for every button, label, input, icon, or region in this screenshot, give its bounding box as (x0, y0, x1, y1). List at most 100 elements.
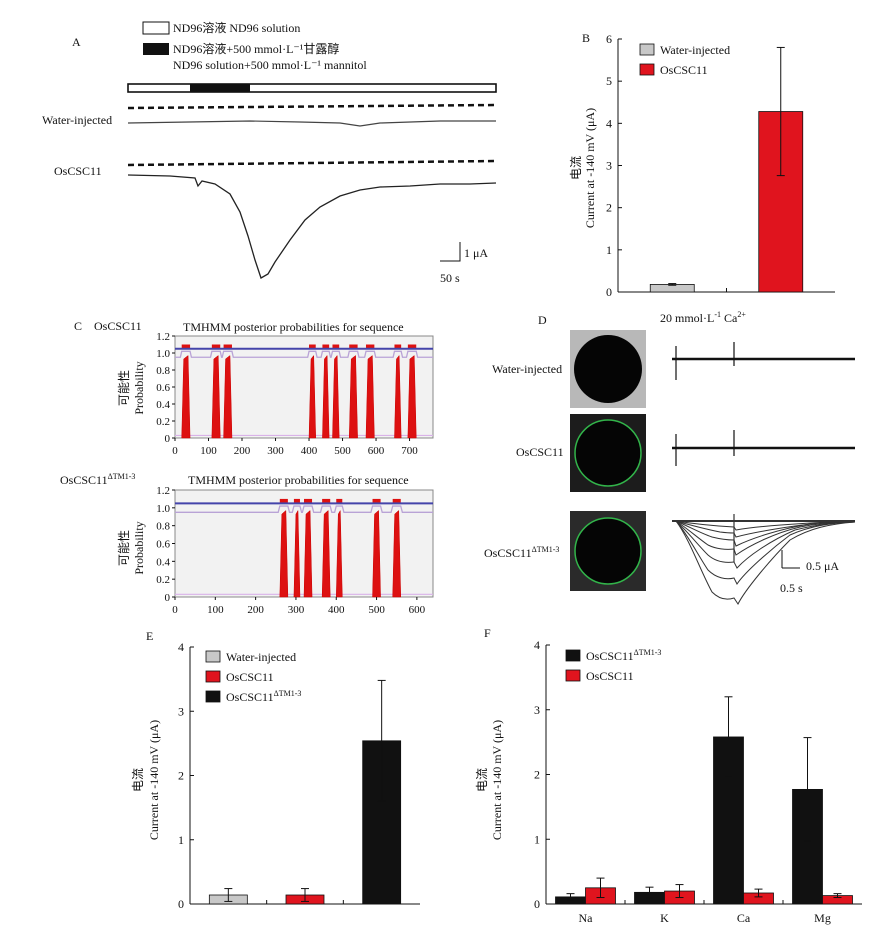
y-tick-label: 2 (178, 769, 184, 783)
tm-helix (365, 355, 375, 439)
tm-helix (181, 355, 191, 439)
panel-e: E 电流 Current at -140 mV (μA) 01234Water-… (131, 629, 420, 911)
tm-helix (321, 509, 331, 598)
legend-swatch (639, 63, 655, 76)
tm-helix (223, 355, 233, 439)
chart-title-c2: TMHMM posterior probabilities for sequen… (188, 473, 409, 487)
tm-topology-bar (211, 344, 221, 350)
scale-current-d: 0.5 μA (806, 559, 839, 573)
y-tick-label: 0.6 (156, 382, 170, 394)
x-tick-label: 500 (334, 445, 351, 457)
scale-time-d: 0.5 s (780, 581, 803, 595)
legend-swatch (565, 669, 581, 682)
x-tick-label: 400 (328, 604, 345, 616)
legend-a-nd96-label: ND96溶液 ND96 solution (173, 20, 300, 35)
x-tick-label: 300 (288, 604, 305, 616)
tm-topology-bar (372, 498, 381, 504)
legend-a-mannitol-swatch (143, 43, 169, 55)
outside-probability-line (175, 505, 433, 513)
y-tick-label: 3 (178, 704, 184, 718)
tm-helix (348, 355, 358, 439)
scale-bar-a (440, 242, 461, 262)
y-tick-label: 0 (606, 285, 612, 299)
x-tick-label: 0 (172, 604, 178, 616)
tm-topology-bar (279, 498, 288, 504)
legend-a-nd96-swatch (142, 21, 170, 35)
panel-d: D 20 mmol·L-1 Ca2+ Water-injected OsCSC1… (484, 310, 856, 605)
title-d: 20 mmol·L-1 Ca2+ (660, 310, 746, 325)
legend-label: OsCSC11 (226, 670, 274, 684)
x-tick-label: 0 (172, 445, 178, 457)
legend-label: Water-injected (226, 650, 296, 664)
x-tick-label: 700 (401, 445, 418, 457)
tm-topology-bar (304, 498, 313, 504)
traces-water (672, 342, 855, 380)
x-tick-label: Na (579, 911, 594, 925)
y-tick-label: 1.0 (156, 503, 170, 515)
ylabel-en-c2: Probability (132, 521, 146, 574)
x-tick-label: 500 (368, 604, 385, 616)
tm-helix (407, 355, 417, 439)
x-tick-label: 600 (409, 604, 426, 616)
y-tick-label: 4 (534, 638, 540, 652)
trace-water (127, 120, 496, 127)
y-tick-label: 4 (178, 640, 184, 654)
ylabel-en-e: Current at -140 mV (μA) (147, 720, 161, 840)
tm-helix (211, 355, 221, 439)
panel-letter-b: B (582, 31, 590, 45)
tm-helix (279, 509, 289, 598)
y-tick-label: 3 (534, 703, 540, 717)
panel-letter-a: A (72, 35, 81, 49)
panel-letter-d: D (538, 313, 547, 327)
tm-helix (332, 354, 340, 439)
tm-helix (394, 354, 402, 439)
x-tick-label: 300 (267, 445, 284, 457)
y-tick-label: 2 (534, 768, 540, 782)
legend-swatch (205, 690, 221, 703)
y-tick-label: 0.8 (156, 521, 170, 533)
tm-topology-bar (223, 344, 232, 350)
legend-swatch (639, 43, 655, 56)
y-tick-label: 2 (606, 201, 612, 215)
tm-topology-bar (365, 344, 375, 350)
tm-helix (335, 509, 343, 598)
oocyte-delta (574, 517, 642, 585)
y-tick-label: 0.8 (156, 365, 170, 377)
y-tick-label: 3 (606, 159, 612, 173)
ylabel-zh-b: 电流 (569, 156, 583, 180)
row-label-delta: OsCSC11ΔTM1-3 (484, 545, 559, 560)
chart-title-c1: TMHMM posterior probabilities for sequen… (183, 320, 404, 334)
ylabel-zh-e: 电流 (131, 768, 145, 792)
tm-helix (308, 354, 316, 439)
legend-label: OsCSC11 (660, 63, 708, 77)
legend-swatch (205, 650, 221, 663)
panel-letter-e: E (146, 629, 153, 643)
panel-a: A ND96溶液 ND96 solution ND96溶液+500 mmol·L… (42, 20, 497, 285)
legend-swatch (565, 649, 581, 662)
x-tick-label: 200 (247, 604, 264, 616)
legend-label: Water-injected (660, 43, 730, 57)
tm-topology-bar (309, 344, 316, 350)
y-tick-label: 0.4 (156, 556, 170, 568)
x-tick-label: 100 (200, 445, 217, 457)
tm-helix (293, 509, 301, 598)
oocyte-oscsc11 (574, 419, 642, 487)
tm-topology-bar (336, 498, 343, 504)
y-tick-label: 5 (606, 74, 612, 88)
tm-helix (372, 509, 381, 598)
panel-c: C OsCSC11 TMHMM posterior probabilities … (60, 319, 434, 616)
trace-label-oscsc11: OsCSC11 (54, 164, 102, 178)
y-tick-label: 6 (606, 32, 612, 46)
y-tick-label: 0.2 (156, 574, 170, 586)
panel-letter-f: F (484, 626, 491, 640)
oocyte-water (574, 335, 642, 403)
scale-time-a: 50 s (440, 271, 460, 285)
ylabel-en-b: Current at -140 mV (μA) (583, 108, 597, 228)
tm-topology-bar (181, 344, 191, 350)
solution-bar (127, 83, 497, 93)
tm-topology-bar (322, 498, 331, 504)
tm-helix (322, 354, 330, 439)
y-tick-label: 4 (606, 116, 612, 130)
